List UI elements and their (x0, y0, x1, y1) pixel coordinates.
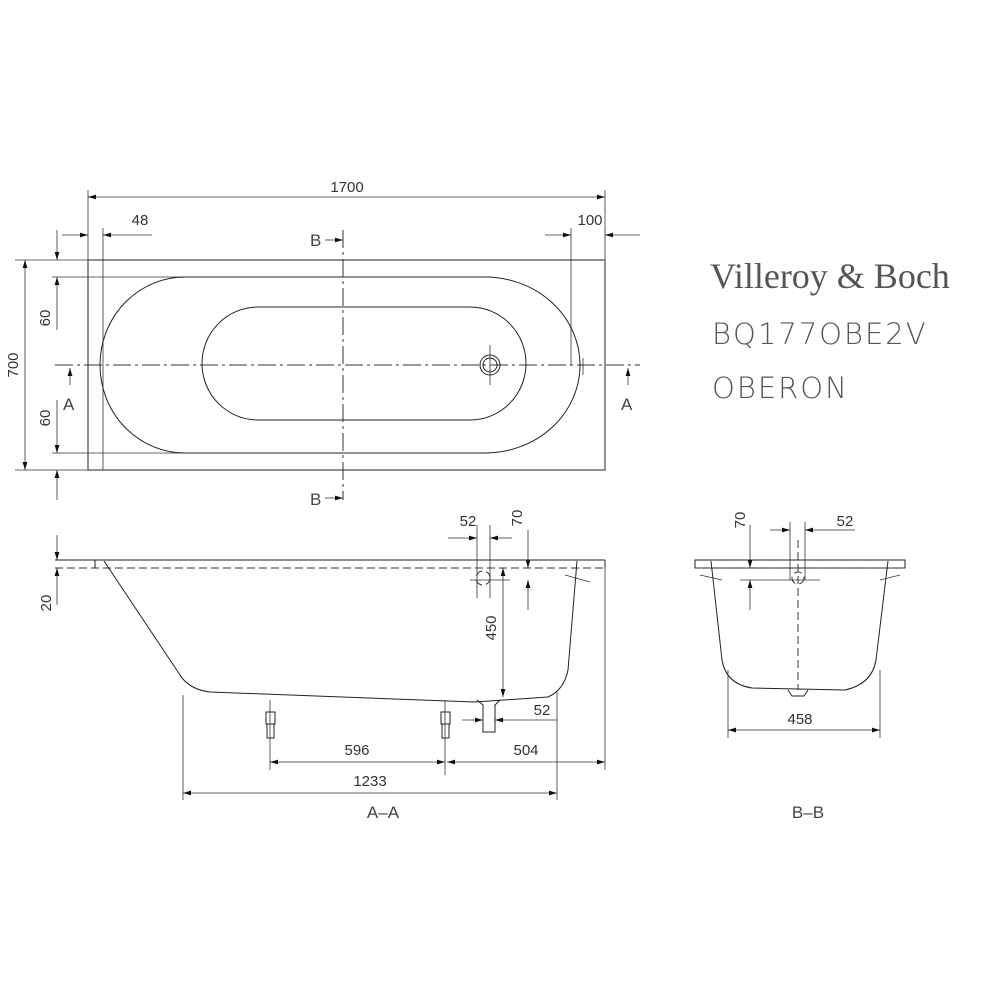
dim-overflow-offset-label: 52 (837, 513, 854, 530)
plan-view: 1700 48 100 700 60 60 A A B B (5, 179, 640, 509)
dim-bottom-rim-label: 60 (37, 410, 54, 427)
section-aa-title: A–A (367, 803, 400, 822)
section-bb-title: B–B (792, 803, 824, 822)
dim-overflow-depth-label: 70 (509, 510, 526, 527)
bowl-outline (99, 276, 581, 454)
dim-foot-to-end-label: 504 (513, 742, 538, 759)
dim-length-label: 1700 (330, 179, 363, 196)
wall-mark (564, 574, 591, 583)
section-a-label-left: A (63, 395, 75, 414)
dim-bottom-width-label: 458 (787, 711, 812, 728)
overflow-icon (475, 570, 491, 586)
foot-icon (265, 700, 276, 770)
dim-feet-spacing-label: 596 (344, 742, 369, 759)
dim-drain-offset-label: 52 (534, 702, 551, 719)
foot-icon (440, 700, 451, 775)
drain-outlet (476, 699, 501, 733)
section-aa: 20 52 70 450 52 596 504 1233 A–A (38, 510, 606, 822)
dim-width-label: 700 (5, 352, 22, 377)
section-b-label-bottom: B (310, 490, 321, 509)
section-b-label-top: B (310, 231, 321, 250)
dim-right-rim-label: 100 (577, 212, 602, 229)
dim-overflow-depth-label: 70 (732, 512, 749, 529)
section-bb: 70 52 458 B–B (694, 512, 906, 822)
brand-logo: Villeroy & Boch (710, 256, 950, 296)
tub-profile (103, 560, 578, 703)
overflow-icon (791, 571, 805, 585)
bowl-floor-outline (201, 306, 527, 421)
dim-left-rim-label: 48 (132, 212, 149, 229)
dim-overflow-offset-label: 52 (460, 513, 477, 530)
dim-depth-label: 450 (483, 615, 500, 640)
dim-bottom-length-label: 1233 (353, 773, 386, 790)
model-code: BQ177OBE2V (712, 317, 928, 351)
wall-mark (699, 574, 723, 581)
dim-rim-thickness-label: 20 (38, 595, 55, 612)
wall-mark (879, 574, 901, 581)
section-a-label-right: A (621, 395, 633, 414)
rim (694, 559, 906, 569)
dim-top-rim-label: 60 (37, 310, 54, 327)
drain-outlet (787, 689, 809, 697)
model-name: OBERON (712, 371, 849, 405)
